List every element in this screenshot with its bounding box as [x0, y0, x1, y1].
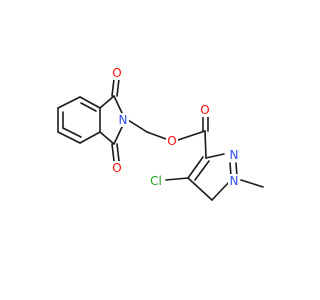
bond [205, 153, 225, 159]
chlorine-label: Cl [150, 174, 162, 188]
oxygen-label: O [112, 161, 121, 175]
bond [80, 102, 97, 112]
bond [116, 143, 120, 162]
bond [79, 131, 101, 144]
nitrogen-label: N [230, 174, 239, 188]
bond [113, 95, 123, 114]
bond [62, 127, 82, 138]
linker [127, 109, 209, 141]
bond [113, 126, 123, 145]
bond [204, 130, 207, 159]
bond [57, 96, 81, 109]
oxygen-label: O [167, 134, 176, 148]
bond [187, 177, 213, 201]
oxygen-label: O [200, 103, 209, 117]
bond [240, 179, 264, 188]
bond [187, 156, 204, 179]
bond [111, 143, 115, 162]
bond [99, 95, 115, 109]
bond [194, 160, 210, 181]
nitrogen-label: N [119, 113, 128, 127]
bond [127, 119, 148, 133]
nitrogen-label: N [230, 148, 239, 162]
bond [211, 180, 231, 201]
bond [99, 131, 115, 145]
bond [235, 162, 238, 177]
bond [57, 131, 81, 144]
imide-ring [99, 78, 123, 162]
benzene-ring [57, 96, 101, 144]
molecule-structure: O O N O O N N Cl [57, 66, 264, 201]
bond [116, 78, 120, 97]
bond [79, 96, 101, 109]
bond [111, 78, 115, 97]
bond [229, 162, 232, 177]
oxygen-label: O [112, 66, 121, 80]
bond [165, 177, 189, 181]
bond [146, 131, 167, 140]
atom-labels: O O N O O N N Cl [111, 66, 240, 188]
pyrazole-ring [165, 130, 264, 201]
bond [177, 130, 206, 141]
